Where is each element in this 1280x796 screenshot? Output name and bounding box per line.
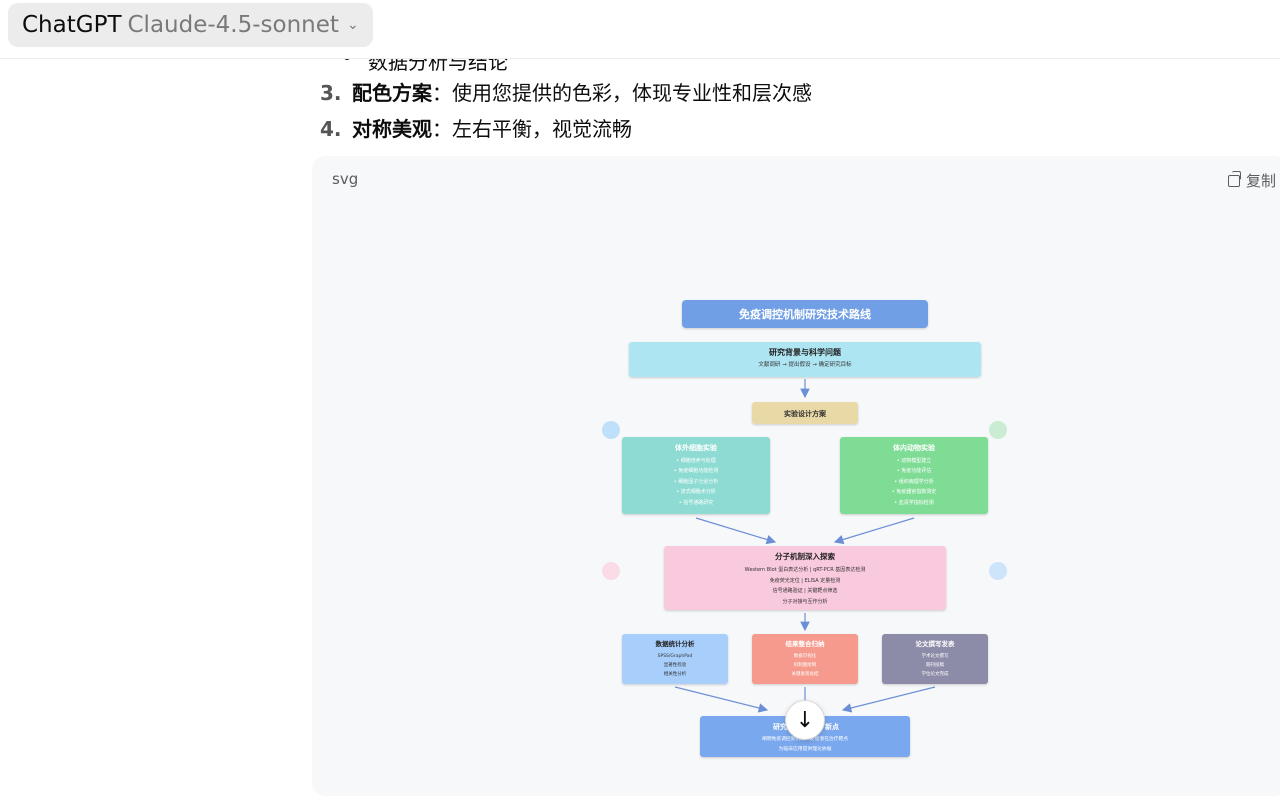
code-block: svg 复制 免疫调控机制研究技术路线 [312,156,1280,796]
molecular-item: 免疫荧光定位 | ELISA 定量检测 [770,577,841,584]
molecular-item: Western Blot 蛋白表达分析 | qRT-PCR 基因表达检测 [745,566,866,573]
diagram-title-box [682,300,928,328]
invitro-item: • 免疫细胞功能检测 [674,467,719,474]
arrow-down-icon: ↓ [795,707,815,733]
invivo-item: • 组织病理学分析 [894,478,934,485]
invitro-box [622,437,770,514]
invitro-item: • 流式细胞术分析 [676,488,716,495]
list-number: 4. [320,117,342,141]
arrow [674,686,769,713]
decor-circle [602,421,620,439]
paper-item: 期刊投稿 [926,661,944,668]
paper-item: 学位论文完成 [922,670,949,677]
results-item: 关键发现总结 [792,670,819,677]
design-box [752,402,858,424]
results-item: 数据可视化 [794,652,817,659]
molecular-box [664,546,946,610]
diagram-title: 免疫调控机制研究技术路线 [739,307,871,321]
arrow [833,517,915,545]
invivo-title: 体内动物实验 [893,443,936,452]
list-item-text: ：使用您提供的色彩，体现专业性和层次感 [432,81,812,105]
copy-button[interactable]: 复制 [1227,170,1276,191]
invivo-item: • 血清学指标检测 [894,499,934,506]
invivo-item: • 免疫功能评估 [897,467,932,474]
chevron-down-icon: ⌄ [346,17,359,33]
background-sub: 文献调研 → 提出假设 → 确定研究目标 [758,360,852,368]
copy-icon [1227,170,1241,187]
invitro-item: • 细胞培养与处理 [676,457,716,464]
stats-item: 显著性检验 [664,661,687,668]
results-box [752,634,858,684]
top-bar: ChatGPT Claude-4.5-sonnet ⌄ [0,0,1280,59]
stats-item: 相关性分析 [664,670,687,677]
final-title-right: 新点 [825,722,839,731]
invivo-box [840,437,988,514]
background-title: 研究背景与科学问题 [769,347,842,357]
stats-box [622,634,728,684]
brand-label: ChatGPT [22,12,122,38]
results-title: 结果整合归纳 [786,639,826,648]
paper-box [882,634,988,684]
list-item: 4. 对称美观：左右平衡，视觉流畅 [320,115,632,143]
arrow [841,686,936,713]
invivo-item: • 动物模型建立 [897,457,932,464]
chat-message: 数据分析与结论 3.配色方案：使用您提供的色彩，体现专业性和层次感 4.对称美观… [312,0,1280,796]
invitro-title: 体外细胞实验 [675,443,718,452]
decor-circle [602,562,620,580]
molecular-title: 分子机制深入探索 [775,551,835,561]
paper-title: 论文撰写发表 [916,639,956,648]
final-item: 为临床应用提供理论依据 [779,745,832,752]
code-language-label: svg [332,170,359,188]
decor-circle [989,562,1007,580]
paper-item: 学术论文撰写 [922,652,949,659]
copy-label: 复制 [1245,172,1276,190]
design-label: 实验设计方案 [784,409,827,418]
results-item: 机制图绘制 [794,661,817,668]
molecular-item: 分子对接与互作分析 [782,598,827,605]
invitro-item: • 细胞因子分泌分析 [674,478,719,485]
model-selector-button[interactable]: ChatGPT Claude-4.5-sonnet ⌄ [8,3,373,47]
model-label: Claude-4.5-sonnet [127,12,339,38]
scroll-to-bottom-button[interactable]: ↓ [785,700,825,740]
list-number: 3. [320,81,342,105]
arrow [695,517,777,545]
molecular-item: 信号通路验证 | 关键靶点筛选 [773,587,838,594]
list-item: 3. 配色方案：使用您提供的色彩，体现专业性和层次感 [320,79,812,107]
decor-circle [989,421,1007,439]
list-item-text: ：左右平衡，视觉流畅 [432,117,632,141]
list-item-title: 配色方案 [352,81,432,105]
flowchart-diagram: 免疫调控机制研究技术路线 研究背景与科学问题 文献调研 → 提出假设 → 确定研… [602,300,1007,757]
invitro-item: • 信号通路研究 [679,499,714,506]
stats-item: SPSS/GraphPad [658,653,693,659]
stats-title: 数据统计分析 [656,639,696,648]
list-item-title: 对称美观 [352,117,432,141]
final-title-left: 研究 [773,722,787,731]
background-box [629,342,981,377]
invivo-item: • 免疫器官指数测定 [892,488,937,495]
